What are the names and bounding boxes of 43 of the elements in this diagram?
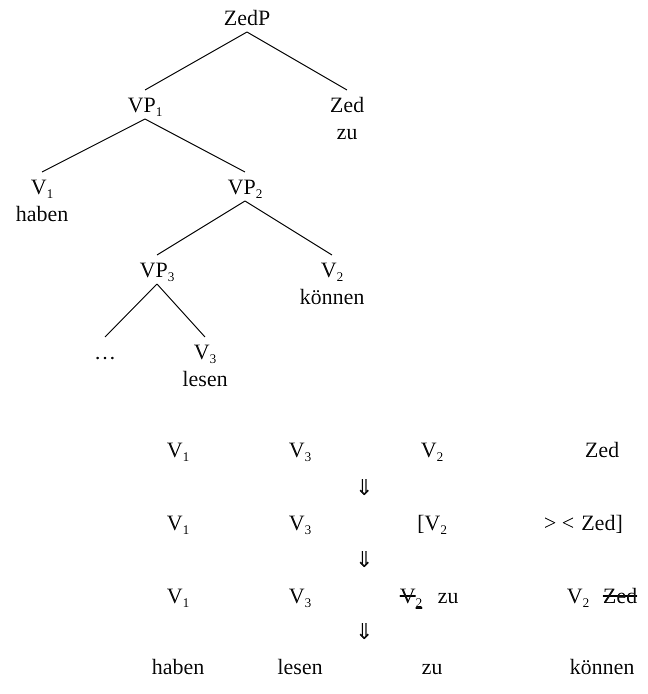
category-label: V$_{3}$ bbox=[194, 338, 216, 365]
category-label: Zed bbox=[330, 91, 364, 118]
operator-symbol: > < bbox=[544, 510, 574, 536]
branch-line bbox=[244, 200, 332, 256]
category-label: Zed bbox=[584, 437, 620, 463]
category-label: [V$_{2}$ bbox=[417, 510, 447, 536]
derivation-arrow: ⇓ bbox=[355, 547, 373, 573]
category-label: V$_{3}$ bbox=[288, 583, 312, 609]
category-label: ZedP bbox=[224, 4, 270, 31]
derivation-arrow: ⇓ bbox=[355, 619, 373, 645]
branch-line bbox=[144, 31, 248, 91]
word-label: zu bbox=[336, 118, 358, 145]
category-label: V$_{2}$ bbox=[400, 583, 422, 609]
category-label: Zed bbox=[602, 583, 638, 609]
word-label: lesen bbox=[182, 365, 228, 392]
derivation-arrow: ⇓ bbox=[355, 475, 373, 501]
category-label: V$_{3}$ bbox=[288, 510, 312, 536]
category-label: VP$_{3}$ bbox=[140, 256, 174, 283]
category-label: Zed] bbox=[581, 510, 623, 536]
branch-line bbox=[104, 284, 158, 338]
word-label: können bbox=[300, 283, 364, 310]
category-label: V$_{2}$ bbox=[320, 256, 344, 283]
category-label: V$_{1}$ bbox=[30, 173, 54, 200]
category-label: V$_{1}$ bbox=[166, 510, 190, 536]
word-label: haben bbox=[16, 200, 68, 227]
category-label: VP$_{1}$ bbox=[128, 91, 162, 118]
category-label: … bbox=[94, 338, 116, 365]
category-label: V$_{1}$ bbox=[166, 583, 190, 609]
word-label: haben bbox=[152, 654, 204, 680]
branch-line bbox=[246, 31, 348, 91]
word-label: zu bbox=[422, 654, 442, 680]
branch-line bbox=[42, 118, 146, 173]
branch-line bbox=[156, 284, 206, 338]
branch-line bbox=[144, 118, 246, 173]
branch-line bbox=[156, 200, 246, 256]
category-label: V$_{1}$ bbox=[166, 437, 190, 463]
category-label: V$_{2}$ bbox=[420, 437, 444, 463]
category-label: VP$_{2}$ bbox=[228, 173, 262, 200]
word-label: lesen bbox=[277, 654, 323, 680]
word-label: können bbox=[570, 654, 634, 680]
category-label: V$_{2}$ bbox=[566, 583, 590, 609]
word-label: zu bbox=[438, 583, 458, 609]
category-label: V$_{3}$ bbox=[288, 437, 312, 463]
